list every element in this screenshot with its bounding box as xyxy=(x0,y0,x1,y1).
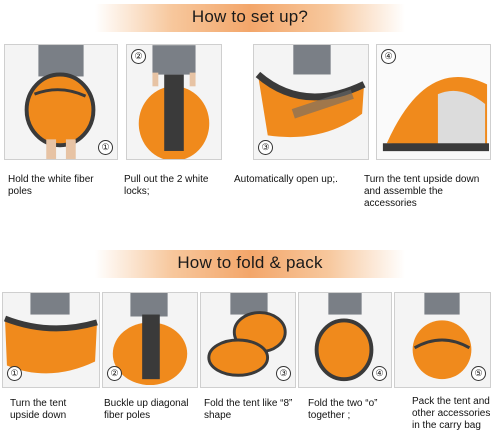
hold-poles-image xyxy=(5,45,117,159)
fold-step-1-caption: Turn the tent upside down xyxy=(10,398,67,421)
setup-photo-4: ④ xyxy=(376,44,491,160)
step-number-badge: ⑤ xyxy=(471,366,486,381)
setup-step-2-caption: Pull out the 2 white locks; xyxy=(124,174,209,197)
fold-title: How to fold & pack xyxy=(177,253,323,272)
setup-step-4-caption: Turn the tent upside down and assemble t… xyxy=(364,174,480,209)
fold-photo-4: ④ xyxy=(298,292,392,388)
setup-title: How to set up? xyxy=(191,7,309,26)
setup-step-3-caption: Automatically open up;. xyxy=(234,174,338,185)
fold-photo-2: ② xyxy=(102,292,198,388)
fold-banner: How to fold & pack xyxy=(95,250,405,278)
fold-photo-3: ③ xyxy=(200,292,296,388)
pull-locks-image xyxy=(127,45,221,159)
assembled-tent-image xyxy=(377,45,490,159)
fold-step-4-caption: Fold the two “o” together ; xyxy=(308,398,378,421)
step-number-badge: ① xyxy=(7,366,22,381)
setup-photo-2: ② xyxy=(126,44,222,160)
setup-banner: How to set up? xyxy=(95,4,405,32)
step-number-badge: ④ xyxy=(372,366,387,381)
step-number-badge: ③ xyxy=(276,366,291,381)
fold-step-2-caption: Buckle up diagonal fiber poles xyxy=(104,398,189,421)
fold-step-5-caption: Pack the tent and other accessories in t… xyxy=(412,396,491,431)
step-number-badge: ③ xyxy=(258,140,273,155)
fold-photo-5: ⑤ xyxy=(394,292,491,388)
step-number-badge: ① xyxy=(98,140,113,155)
setup-photo-1: ① xyxy=(4,44,118,160)
fold-step-3-caption: Fold the tent like “8” shape xyxy=(204,398,293,421)
setup-photo-3: ③ xyxy=(253,44,369,160)
fold-photo-1: ① xyxy=(2,292,100,388)
setup-step-1-caption: Hold the white fiber poles xyxy=(8,174,94,197)
figure-eight-fold-image xyxy=(201,293,295,387)
fold-two-o-image xyxy=(299,293,391,387)
step-number-badge: ② xyxy=(107,366,122,381)
step-number-badge: ④ xyxy=(381,49,396,64)
auto-open-image xyxy=(254,45,368,159)
step-number-badge: ② xyxy=(131,49,146,64)
